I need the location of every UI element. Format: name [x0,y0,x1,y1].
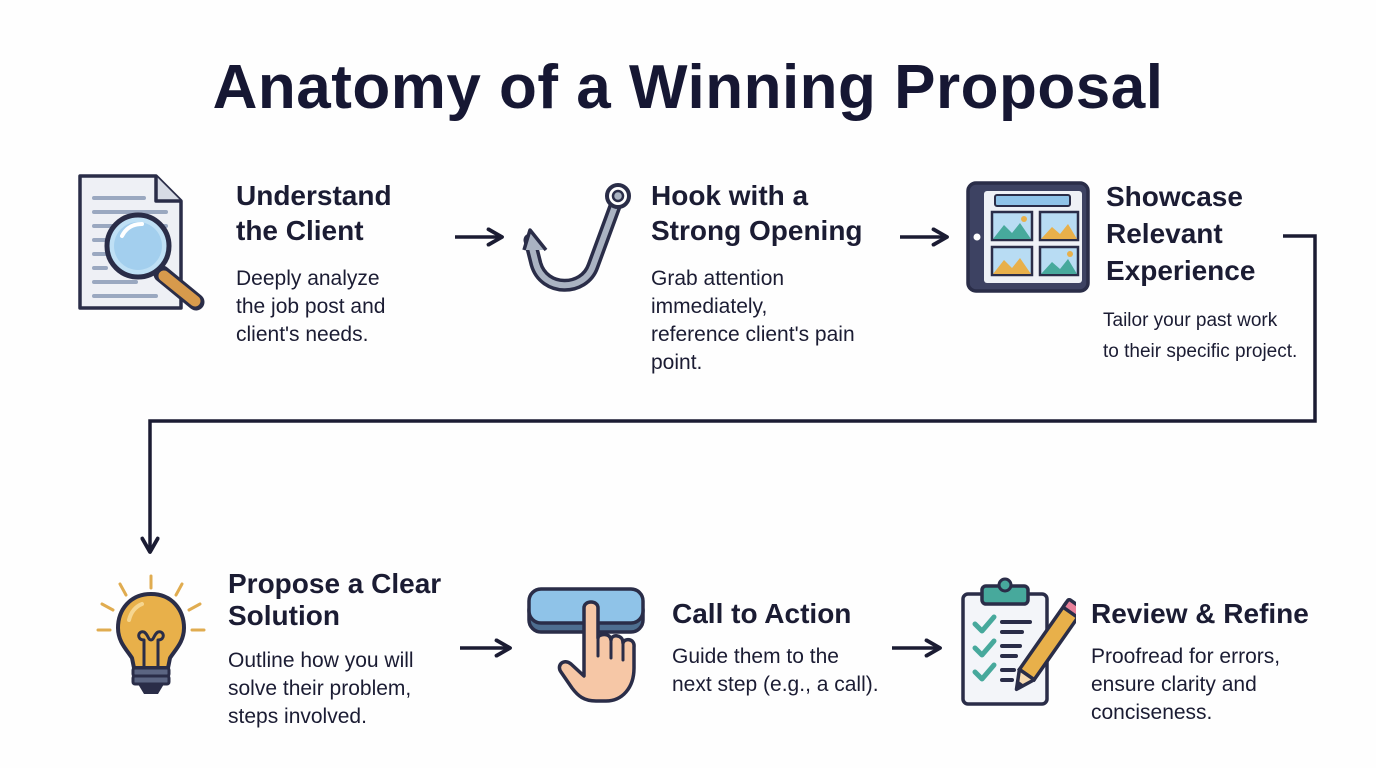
step-description: Proofread for errors, ensure clarity and… [1091,645,1281,724]
step-description: Outline how you will solve their problem… [228,649,414,728]
lightbulb-icon [96,574,206,703]
step-call-to-action: Call to Action Guide them to the next st… [672,598,879,699]
magnifier-document-icon [76,172,208,319]
step-heading: Hook with a Strong Opening [651,180,863,246]
step-hook-with-a-strong-opening: Hook with a Strong Opening Grab attentio… [651,178,863,377]
fishing-hook-icon [518,178,636,307]
hand-pressing-button-icon [526,586,648,711]
step-description: Guide them to the next step (e.g., a cal… [672,645,879,696]
arrow-step3-to-step4 [140,234,1317,554]
step-heading: Showcase Relevant Experience [1106,181,1256,286]
step-description: Tailor your past work to their specific … [1103,310,1298,362]
step-understand-the-client: Understand the Client Deeply analyze the… [236,178,392,349]
step-heading: Understand the Client [236,180,392,246]
step-showcase-relevant-experience: Showcase Relevant Experience Tailor your… [1103,178,1298,367]
step-heading: Call to Action [672,598,852,629]
step-heading: Review & Refine [1091,598,1309,629]
step-review-and-refine: Review & Refine Proofread for errors, en… [1091,598,1309,727]
step-description: Grab attention immediately, reference cl… [651,267,855,374]
step-propose-a-clear-solution: Propose a Clear Solution Outline how you… [228,568,441,731]
step-description: Deeply analyze the job post and client's… [236,267,386,346]
step-heading: Propose a Clear Solution [228,568,442,631]
portfolio-gallery-icon [966,181,1090,300]
diagram-title: Anatomy of a Winning Proposal [212,53,1164,122]
checklist-pencil-icon [958,576,1085,715]
